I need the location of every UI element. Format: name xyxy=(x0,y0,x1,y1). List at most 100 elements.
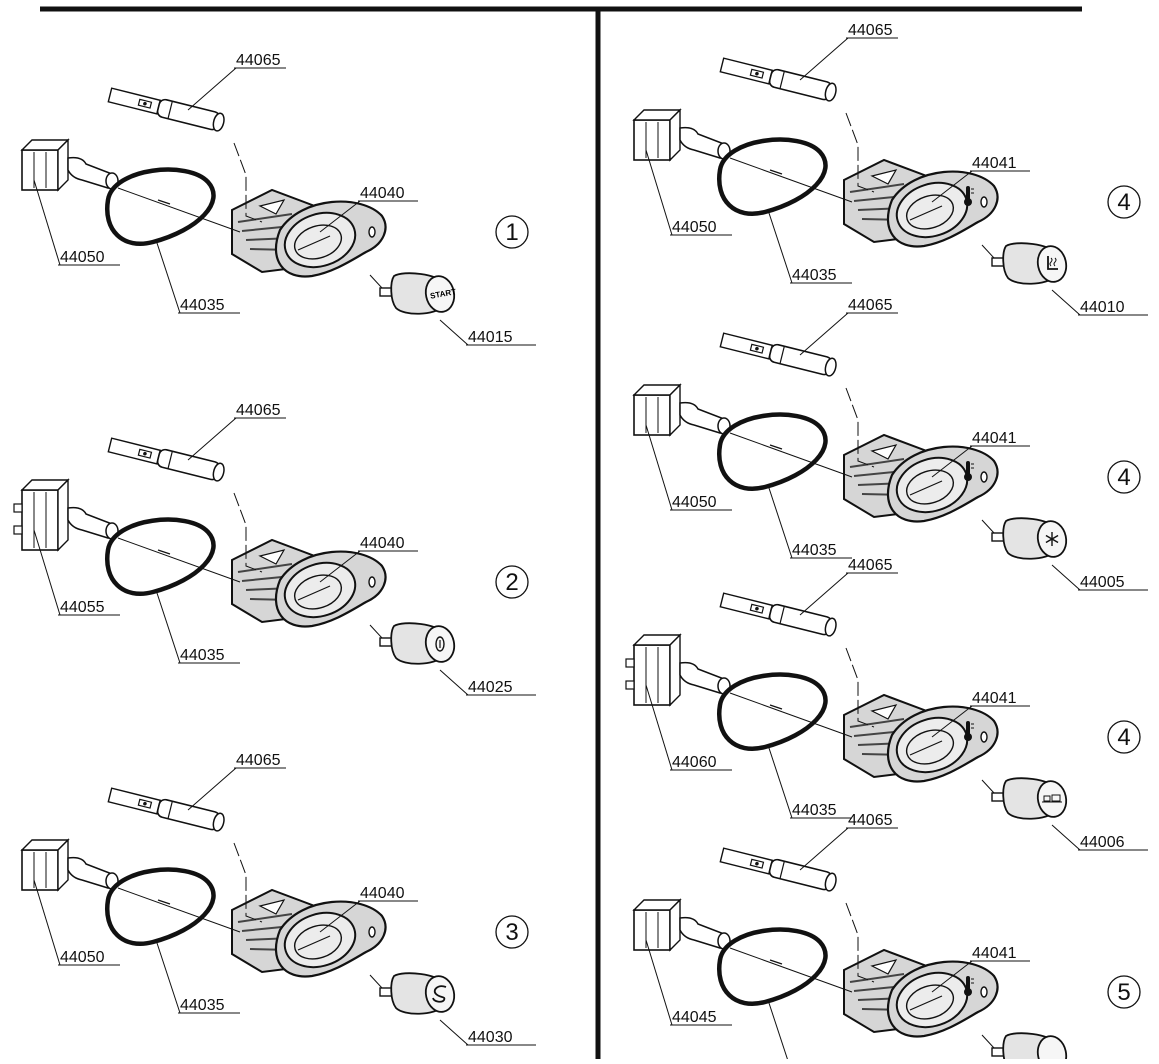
gasket-part-number: 44035 xyxy=(792,802,837,819)
knob-face xyxy=(424,975,456,1013)
step-number-circle xyxy=(1107,460,1141,494)
gasket-ring xyxy=(716,412,828,491)
assembly-axis xyxy=(981,519,995,534)
terminal-hole xyxy=(755,71,759,76)
connector-side xyxy=(669,898,681,952)
face-inner-ring xyxy=(905,194,955,230)
wire-part-number: 44065 xyxy=(848,22,893,39)
connector-part-number-leader xyxy=(645,684,673,771)
wire-part-number: 44065 xyxy=(236,52,281,69)
connector-body xyxy=(633,909,671,951)
face-slot xyxy=(297,235,331,251)
housing-part-number: 44041 xyxy=(972,430,1017,447)
face-slot xyxy=(909,205,943,221)
mounting-hole xyxy=(980,731,988,743)
wire-terminal xyxy=(107,787,225,832)
gasket-ring xyxy=(716,927,828,1006)
knob-face xyxy=(424,275,456,313)
swirl-logo-icon xyxy=(432,985,447,1003)
wire-part-number: 44065 xyxy=(848,812,893,829)
housing-rib xyxy=(237,563,293,573)
thermometer-icon xyxy=(964,461,974,481)
switch-knob xyxy=(991,242,1068,285)
housing-part-number-leader xyxy=(931,170,973,203)
step-number: 4 xyxy=(1117,724,1130,751)
connector-body xyxy=(21,149,59,191)
mounting-hole xyxy=(368,226,376,238)
gasket-part-number-leader xyxy=(155,589,181,664)
connector-part-number: 44050 xyxy=(60,949,105,966)
snowflake-arm xyxy=(1045,534,1059,544)
sleeve-joint xyxy=(167,451,173,469)
terminal-hole xyxy=(755,346,759,351)
truck-icon xyxy=(1042,794,1062,803)
housing-notch xyxy=(258,899,286,915)
assembly-axis xyxy=(981,779,995,794)
thermometer-bulb xyxy=(964,198,972,206)
terminal-hole xyxy=(143,451,147,456)
switch-connector xyxy=(13,478,119,552)
terminal-strip xyxy=(107,787,162,815)
housing-notch xyxy=(870,959,898,975)
wire-terminal xyxy=(719,57,837,102)
terminal-strip xyxy=(107,87,162,115)
housing-notch xyxy=(870,444,898,460)
switch-connector xyxy=(632,383,731,437)
wire-part-number: 44065 xyxy=(848,297,893,314)
wire-part-number-leader xyxy=(187,417,237,461)
thermometer-bulb xyxy=(964,473,972,481)
housing-part-number: 44041 xyxy=(972,155,1017,172)
connector-part-number-leader xyxy=(33,529,61,616)
assembly-axis xyxy=(369,274,383,289)
face-inner-ring xyxy=(905,729,955,765)
face-slot xyxy=(909,480,943,496)
sleeve-end xyxy=(824,872,837,892)
step-number-circle xyxy=(495,565,529,599)
gasket-ring xyxy=(104,167,216,246)
switch-knob xyxy=(991,1032,1068,1064)
housing-notch xyxy=(870,704,898,720)
step-number-circle xyxy=(1107,720,1141,754)
housing-part-number-leader xyxy=(931,445,973,478)
terminal-strip xyxy=(719,57,774,85)
housing-part-number-leader xyxy=(319,200,361,233)
switch-connector xyxy=(632,108,731,162)
housing-rib xyxy=(849,458,905,468)
thermometer-bulb xyxy=(964,988,972,996)
ignition-symbol-icon xyxy=(435,636,445,652)
terminal-strip xyxy=(107,437,162,465)
knob-part-number-leader xyxy=(439,669,469,696)
switch-housing xyxy=(231,538,387,628)
connector-part-number-leader xyxy=(33,179,61,266)
connector-part-number: 44060 xyxy=(672,754,717,771)
knob-part-number-leader xyxy=(439,1019,469,1046)
seat-heater-icon xyxy=(1047,256,1058,270)
connector-part-number: 44045 xyxy=(672,1009,717,1026)
assembly-axis xyxy=(729,947,853,993)
housing-notch xyxy=(258,199,286,215)
housing-part-number: 44040 xyxy=(360,885,405,902)
thermometer-bulb xyxy=(964,733,972,741)
terminal-hole xyxy=(143,101,147,106)
switch-housing xyxy=(843,158,999,248)
gasket-mark xyxy=(769,959,783,965)
wire-sleeve xyxy=(768,858,833,891)
gasket-part-number-leader xyxy=(155,939,181,1014)
connector-shaft xyxy=(679,401,725,434)
assembly-line xyxy=(233,142,263,223)
thermometer-icon xyxy=(964,976,974,996)
connector-part-number-leader xyxy=(645,939,673,1026)
assembly-axis xyxy=(981,244,995,259)
step-number: 3 xyxy=(505,919,518,946)
knob-part-number-leader xyxy=(1051,289,1081,316)
assembly-axis xyxy=(729,692,853,738)
gasket-mark xyxy=(157,549,171,555)
housing-rib xyxy=(237,913,293,923)
gasket-part-number-leader xyxy=(767,209,793,284)
connector-body xyxy=(21,489,59,551)
wire-terminal xyxy=(719,332,837,377)
housing-part-number: 44040 xyxy=(360,185,405,202)
